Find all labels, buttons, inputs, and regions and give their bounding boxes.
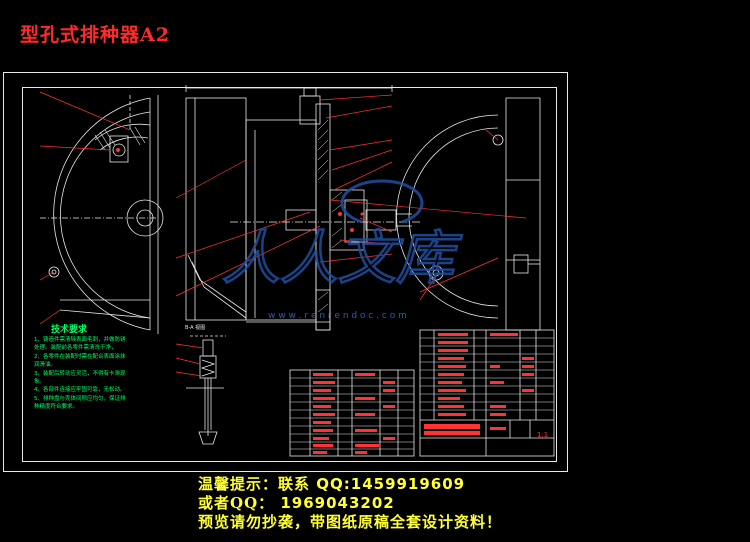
tech-note-line: 4、各部件连接应牢固可靠，无松动。 — [34, 387, 126, 394]
watermark: 人人文库 w w w . r e n r e n d o c . c o m — [221, 179, 463, 321]
tech-notes-heading: 技术要求 — [51, 325, 88, 335]
drawing-title: 型孔式排种器A2 — [20, 24, 170, 46]
watermark-url: w w w . r e n r e n d o c . c o m — [268, 311, 407, 321]
tech-note-line: 3、装配后转动应灵活，不得有卡滞现 — [34, 370, 126, 377]
footer-qq-1: QQ:1459919609 — [316, 475, 466, 493]
tech-note-line: 处理。装配前各零件需清洗干净， — [34, 345, 117, 352]
footer-qq-2: 1969043202 — [280, 494, 395, 512]
drawing-inner-frame — [22, 87, 557, 462]
footer-contact-prefix: 温馨提示：联系 — [198, 475, 311, 493]
tech-notes: 1、铸造件需清除表面毛刺，并做防锈 处理。装配前各零件需清洗干净， 2、各零件在… — [34, 336, 154, 412]
footer-alt-prefix: 或者QQ： — [198, 494, 275, 512]
footer-contact-line: 温馨提示：联系 QQ:1459919609 — [198, 473, 465, 494]
tech-note-line: 象。 — [34, 379, 46, 386]
watermark-text: 人人文库 — [222, 224, 462, 292]
parts-table — [289, 329, 555, 457]
footer-alt-contact-line: 或者QQ： 1969043202 — [198, 492, 395, 513]
detail-spring-view — [186, 335, 226, 445]
tech-note-line: 2、各零件在装配时需在配合表面涂抹 — [34, 353, 126, 360]
drawing-outer-frame — [3, 72, 568, 472]
leader-lines — [39, 91, 527, 377]
footer-notice: 预览请勿抄袭，带图纸原稿全套设计资料！ — [198, 513, 503, 531]
tech-note-line: 1、铸造件需清除表面毛刺，并做防锈 — [34, 337, 126, 343]
left-side-view — [40, 95, 164, 334]
detail-view-label: B-A 视图 — [185, 325, 206, 331]
main-section-view — [185, 85, 420, 331]
table-text-marks — [313, 333, 534, 454]
tech-note-line: 润滑油。 — [34, 362, 57, 369]
tech-note-line: 种精度符合要求。 — [34, 404, 79, 411]
tech-note-line: 5、排种盘与壳体间隙应均匀，保证排 — [34, 395, 126, 402]
scale-label: 1:1 — [537, 431, 549, 439]
